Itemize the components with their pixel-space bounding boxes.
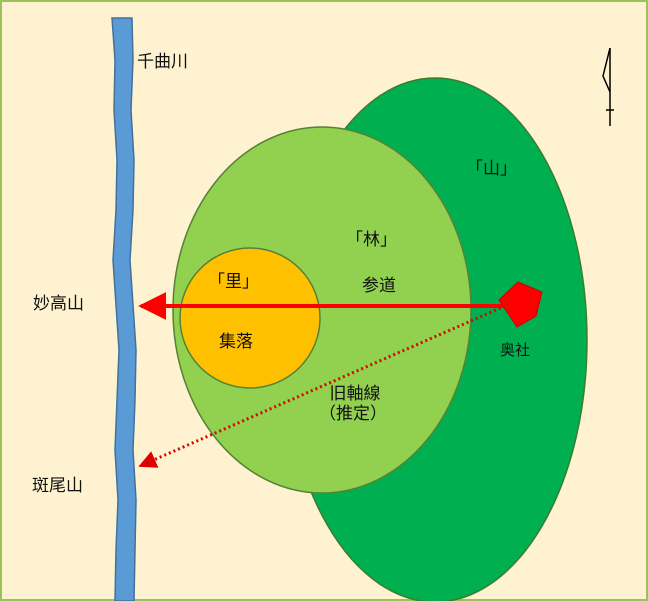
myoko-label: 妙高山 [33, 294, 84, 314]
mountain-zone-label: 「山」 [466, 159, 517, 179]
north-arrow-icon [602, 47, 614, 126]
inner-shrine-label: 奥社 [500, 341, 531, 359]
pentagon-shrine-icon [498, 281, 543, 328]
village-zone-label: 「里」 [208, 272, 259, 292]
approach-label: 参道 [362, 276, 396, 296]
old-axis-label-line2: （推定） [319, 403, 387, 424]
forest-zone [172, 126, 472, 494]
river-label: 千曲川 [137, 52, 188, 72]
old-axis-label: 旧軸線 （推定） [319, 384, 387, 424]
village-zone [179, 247, 321, 389]
forest-zone-label: 「林」 [346, 230, 397, 250]
old-axis-arrow [138, 304, 506, 468]
river [111, 17, 137, 601]
old-axis-label-line1: 旧軸線 [329, 384, 381, 404]
madarao-label: 斑尾山 [32, 476, 83, 496]
village-label: 集落 [219, 332, 253, 352]
